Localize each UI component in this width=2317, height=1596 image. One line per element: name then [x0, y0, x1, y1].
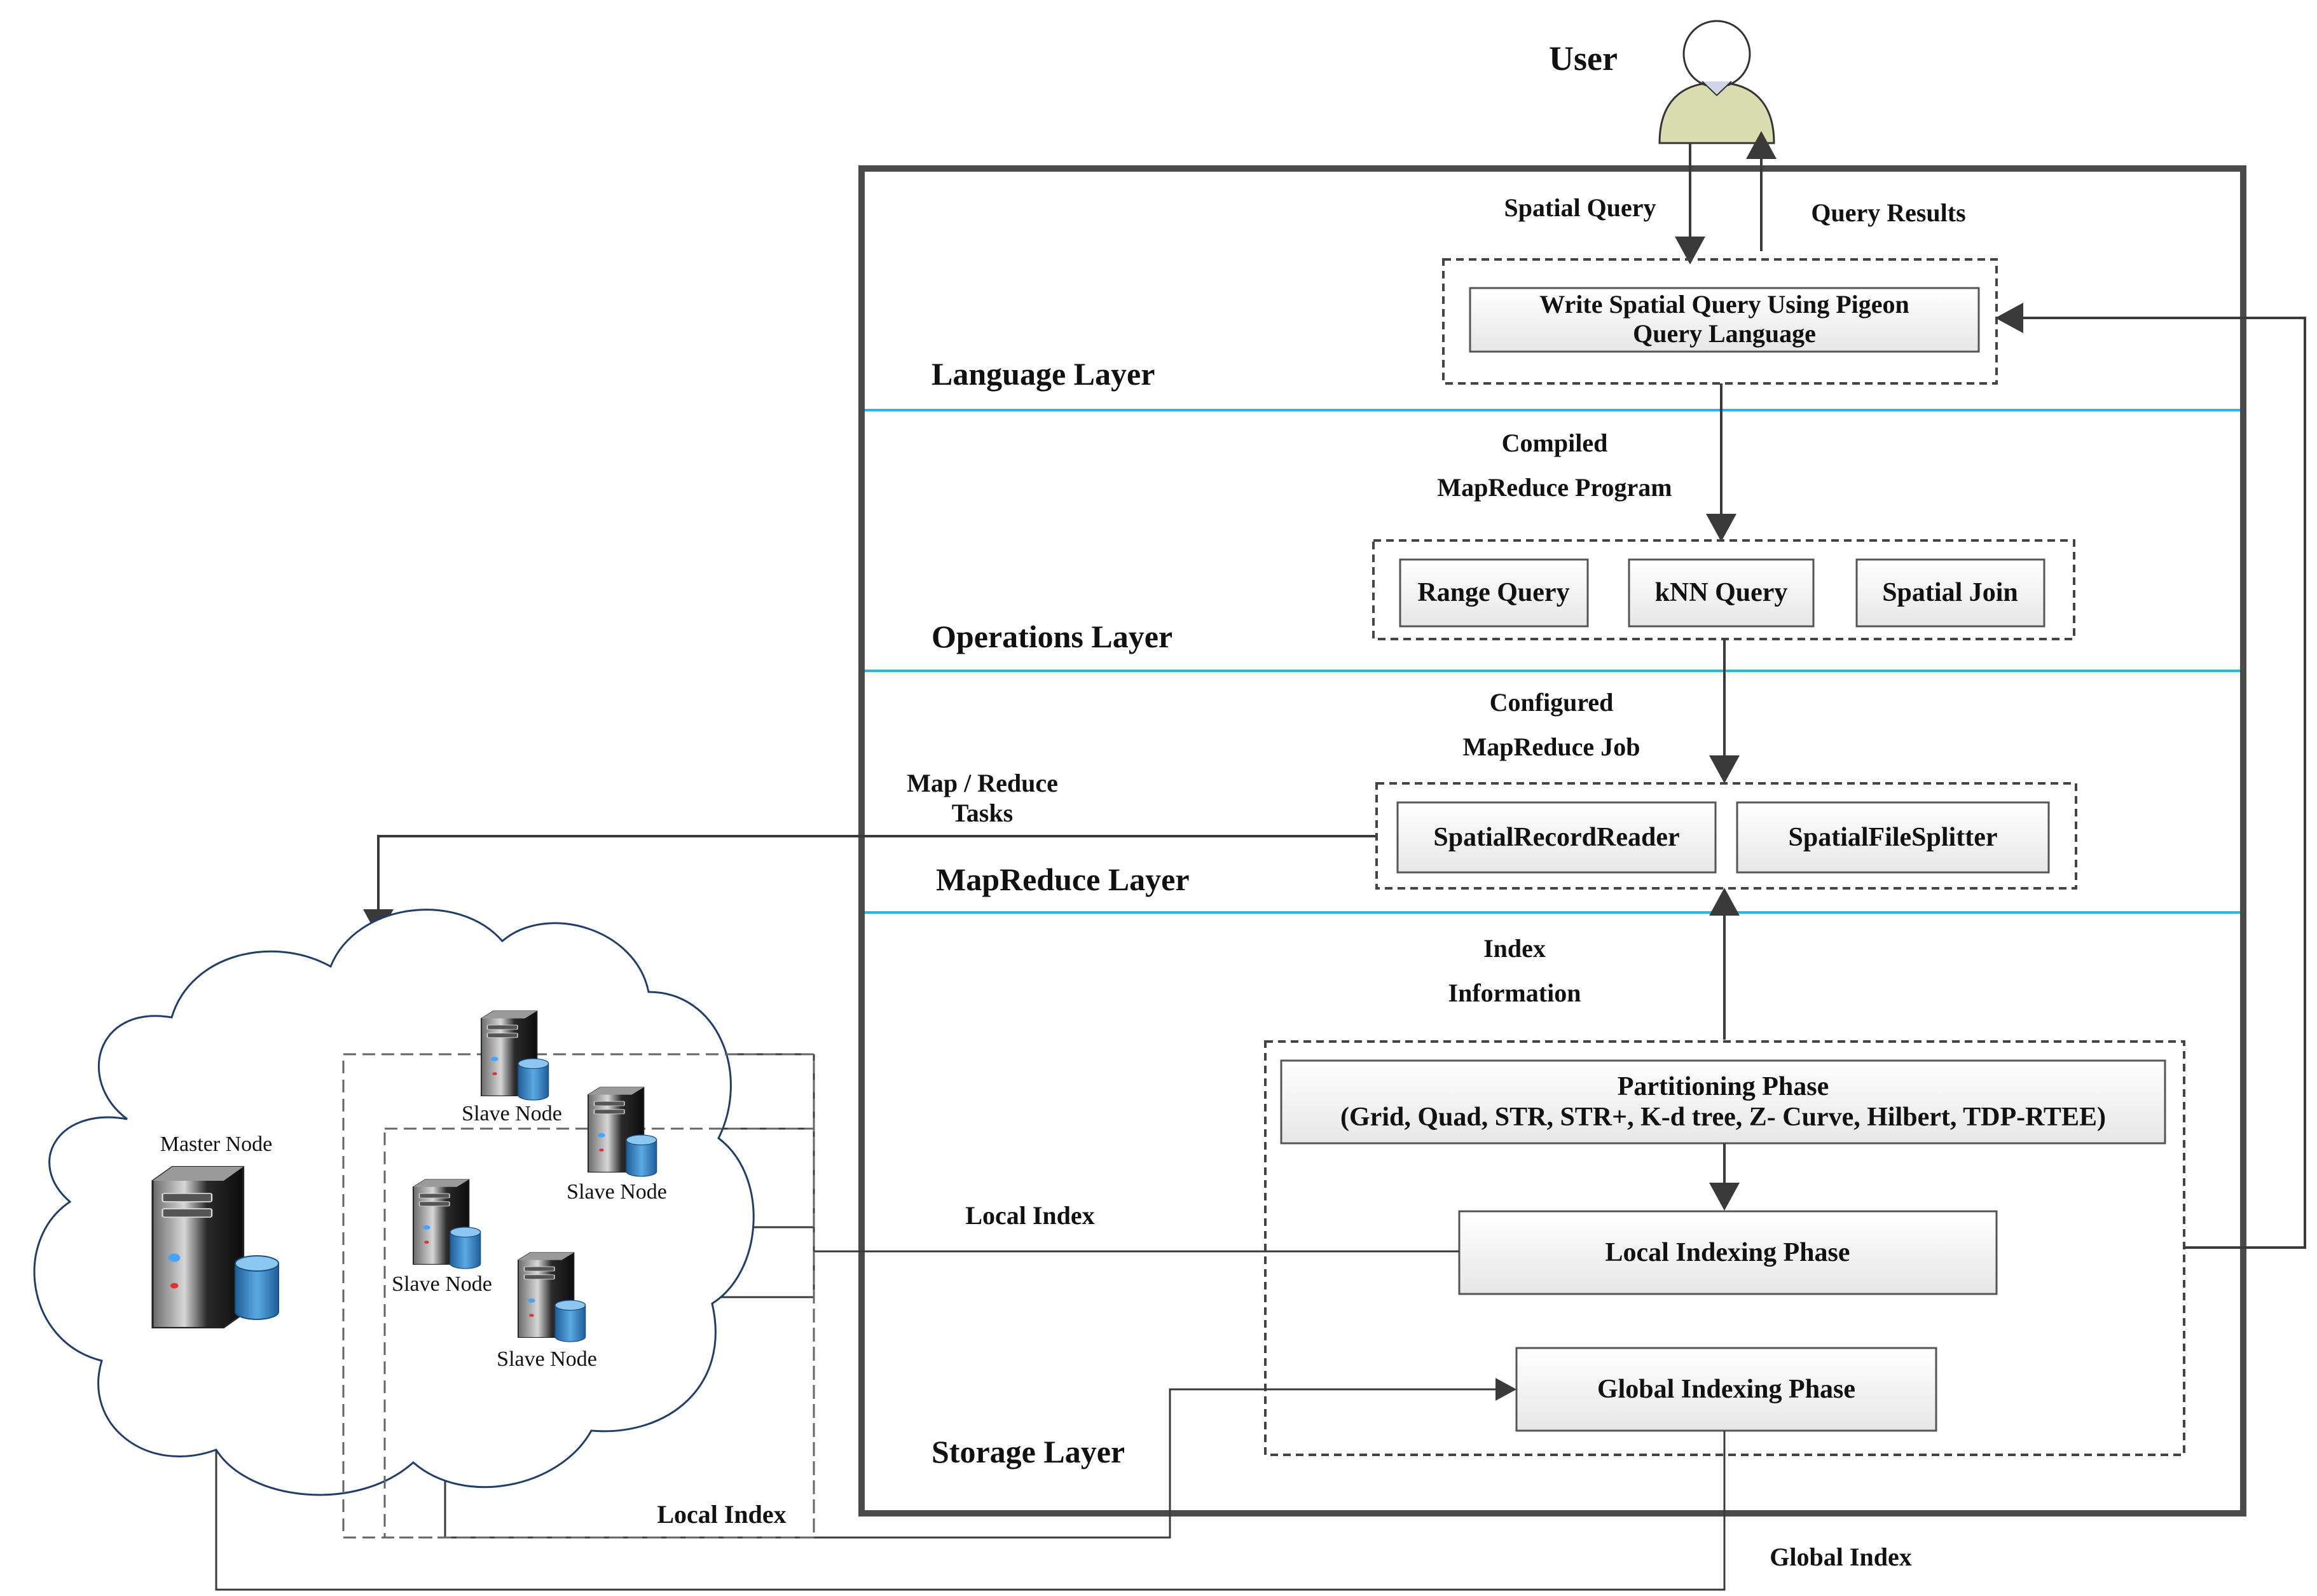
global-indexing-phase-label: Global Indexing Phase — [1597, 1375, 1855, 1404]
spatial-file-splitter-box — [1736, 801, 2050, 874]
slave-4-label: Slave Node — [497, 1347, 597, 1371]
slave-1-database-icon — [518, 1058, 549, 1101]
map-reduce-tasks-arrow — [363, 835, 1377, 937]
slave-2-database-icon — [626, 1134, 657, 1177]
spatial-file-splitter-label: SpatialFileSplitter — [1789, 823, 1998, 852]
storage-feedback-arrow — [1995, 303, 2306, 1249]
knn-query-box — [1628, 558, 1815, 628]
global-index-to-master-arrow — [205, 1327, 1726, 1591]
local-indexing-phase-label: Local Indexing Phase — [1605, 1238, 1850, 1267]
user-icon — [1658, 20, 1775, 144]
spatial-query-label: Spatial Query — [1504, 193, 1656, 222]
system-frame — [858, 165, 2246, 1517]
master-database-icon — [235, 1255, 279, 1320]
master-node-label: Master Node — [160, 1132, 273, 1156]
global-index-label: Global Index — [1770, 1543, 1911, 1571]
configured-label-1: Configured — [1490, 688, 1614, 717]
pigeon-query-line-1: Write Spatial Query Using Pigeon — [1539, 290, 1909, 319]
spatial-join-box — [1855, 558, 2045, 628]
range-query-label: Range Query — [1417, 578, 1569, 607]
local-index-label-top: Local Index — [965, 1201, 1094, 1230]
slave-2-label: Slave Node — [567, 1180, 667, 1204]
user-label: User — [1549, 39, 1618, 78]
pigeon-query-box — [1469, 287, 1980, 353]
master-server-icon — [151, 1166, 245, 1329]
spatial-record-reader-label: SpatialRecordReader — [1433, 823, 1679, 852]
knn-query-label: kNN Query — [1655, 578, 1788, 607]
partitioning-methods: (Grid, Quad, STR, STR+, K-d tree, Z- Cur… — [1340, 1103, 2106, 1132]
slave-3-label: Slave Node — [392, 1272, 492, 1296]
partitioning-phase-title: Partitioning Phase — [1618, 1072, 1829, 1101]
slave-4-database-icon — [554, 1300, 586, 1342]
map-reduce-label-1: Map / Reduce — [907, 769, 1058, 797]
local-index-label-bottom: Local Index — [657, 1500, 786, 1529]
compiled-label-1: Compiled — [1502, 429, 1608, 457]
global-indexing-phase-box — [1515, 1347, 1937, 1432]
partitioning-phase-box — [1280, 1059, 2166, 1145]
spatial-join-label: Spatial Join — [1882, 578, 2018, 607]
slave-1-label: Slave Node — [462, 1102, 562, 1125]
index-info-label-2: Information — [1448, 979, 1581, 1007]
language-layer-title: Language Layer — [932, 356, 1155, 392]
spatial-record-reader-box — [1396, 801, 1717, 874]
operations-layer-title: Operations Layer — [932, 619, 1172, 654]
map-reduce-label-2: Tasks — [952, 799, 1013, 827]
slave-3-database-icon — [450, 1227, 481, 1269]
pigeon-query-line-2: Query Language — [1633, 319, 1816, 348]
index-info-label-1: Index — [1483, 934, 1546, 963]
range-query-box — [1399, 558, 1589, 628]
mapreduce-layer-title: MapReduce Layer — [936, 862, 1190, 897]
cluster-cloud — [33, 909, 755, 1496]
local-indexing-phase-box — [1458, 1210, 1998, 1295]
compiled-label-2: MapReduce Program — [1437, 473, 1672, 502]
query-results-label: Query Results — [1811, 198, 1965, 227]
storage-layer-title: Storage Layer — [932, 1434, 1125, 1469]
configured-label-2: MapReduce Job — [1463, 733, 1640, 761]
